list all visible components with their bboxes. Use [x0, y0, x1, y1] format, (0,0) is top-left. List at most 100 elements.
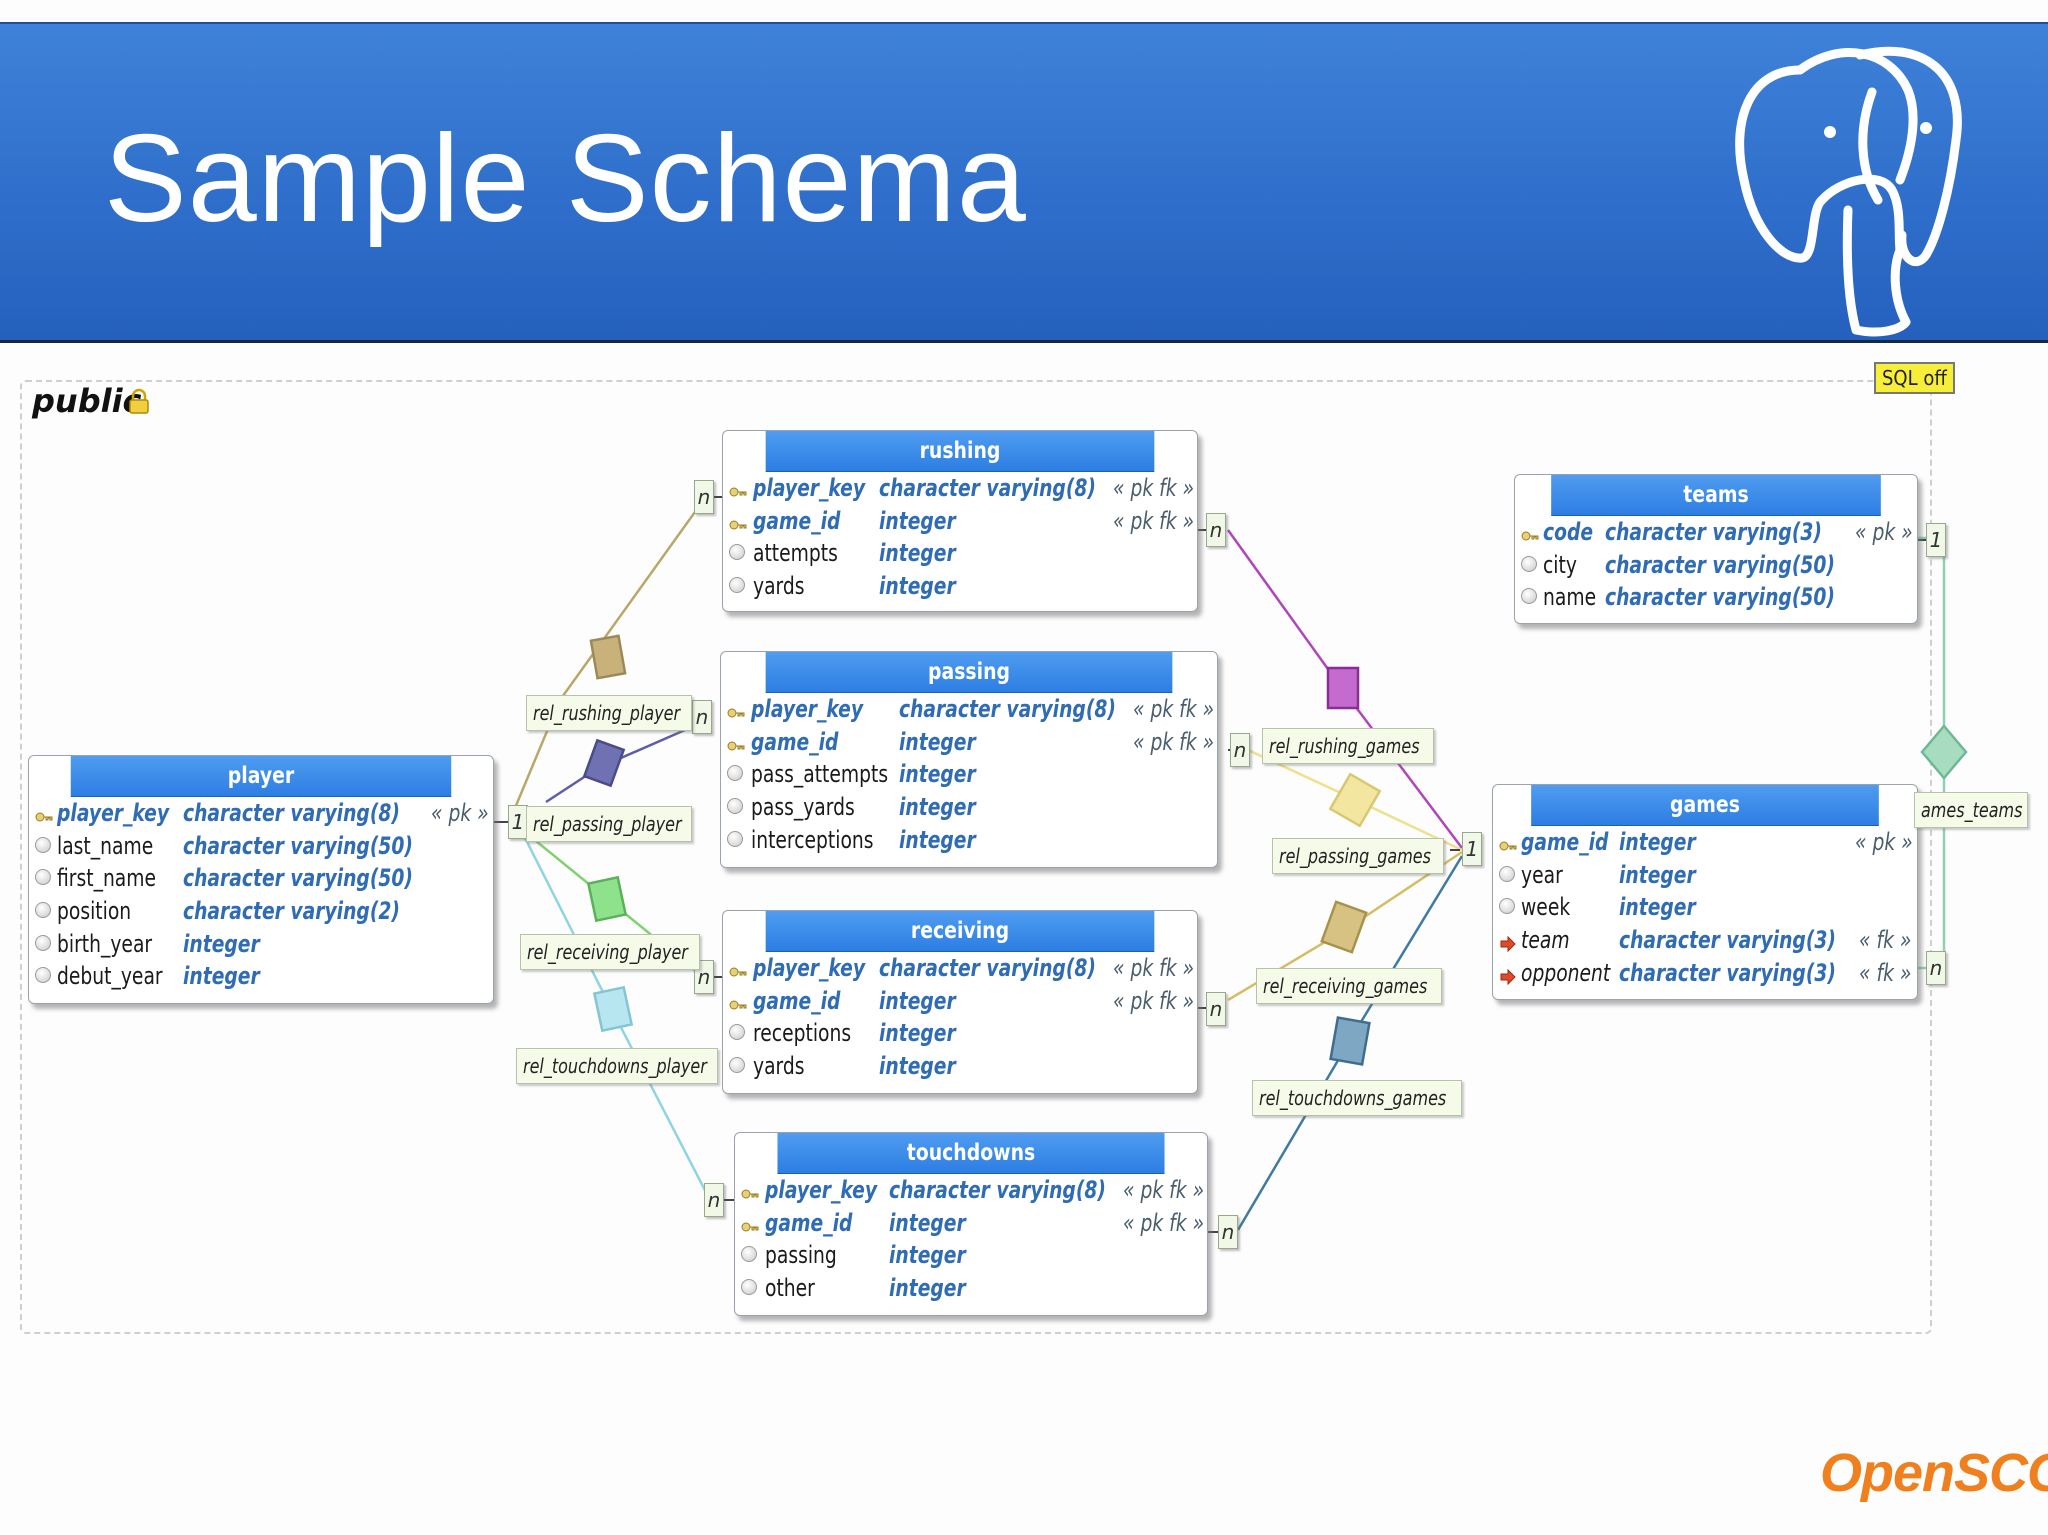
column-icon [729, 1024, 745, 1041]
column-name: receptions [753, 1019, 852, 1048]
table-teams[interactable]: teams code character varying(3) « pk » c… [1514, 474, 1918, 624]
column-row[interactable]: passing integer [735, 1239, 1207, 1272]
column-flags: « pk » [431, 799, 489, 827]
column-row[interactable]: game_id integer « pk fk » [723, 505, 1197, 538]
column-name: pass_attempts [751, 760, 889, 789]
column-row[interactable]: pass_attempts integer [721, 758, 1217, 791]
rel-label-receiving-player[interactable]: rel_receiving_player [520, 934, 700, 970]
cardinality-many: n [694, 480, 714, 514]
column-row[interactable]: player_key character varying(8) « pk fk … [723, 472, 1197, 505]
primary-key-icon [729, 512, 747, 530]
column-row[interactable]: pass_yards integer [721, 791, 1217, 824]
column-row[interactable]: opponent character varying(3) « fk » [1493, 957, 1917, 990]
column-type: integer [1619, 893, 1696, 922]
column-row[interactable]: interceptions integer [721, 824, 1217, 857]
primary-key-icon [1521, 523, 1539, 541]
column-row[interactable]: code character varying(3) « pk » [1515, 516, 1917, 549]
column-name: first_name [57, 864, 157, 893]
column-row[interactable]: other integer [735, 1272, 1207, 1305]
table-games[interactable]: games game_id integer « pk » year intege… [1492, 784, 1918, 1000]
sql-toggle-button[interactable]: SQL off [1874, 362, 1955, 394]
rel-label-games-teams[interactable]: ames_teams [1914, 792, 2028, 828]
column-row[interactable]: game_id integer « pk fk » [721, 726, 1217, 759]
column-flags: « pk fk » [1113, 506, 1195, 535]
rel-label-receiving-games[interactable]: rel_receiving_games [1256, 968, 1442, 1004]
column-type: character varying(3) [1619, 958, 1836, 987]
column-icon [741, 1246, 757, 1263]
column-flags: « pk fk » [1113, 986, 1195, 1015]
column-row[interactable]: city character varying(50) [1515, 549, 1917, 582]
rel-label-touchdowns-games[interactable]: rel_touchdowns_games [1252, 1080, 1462, 1116]
cardinality-many: n [1230, 733, 1250, 767]
table-title: passing [765, 652, 1173, 693]
column-row[interactable]: birth_year integer [29, 928, 493, 961]
rel-label-touchdowns-player[interactable]: rel_touchdowns_player [516, 1048, 718, 1084]
column-type: integer [1619, 828, 1696, 856]
table-receiving[interactable]: receiving player_key character varying(8… [722, 910, 1198, 1094]
column-icon [1521, 588, 1537, 605]
primary-key-icon [741, 1181, 759, 1199]
cardinality-one: 1 [1462, 832, 1482, 866]
column-row[interactable]: week integer [1493, 891, 1917, 924]
column-name: game_id [753, 986, 841, 1015]
column-type: character varying(8) [879, 954, 1096, 982]
rel-label-passing-games[interactable]: rel_passing_games [1272, 838, 1444, 874]
column-row[interactable]: game_id integer « pk » [1493, 826, 1917, 859]
cardinality-many: n [692, 700, 712, 734]
column-type: integer [899, 760, 976, 789]
primary-key-icon [741, 1214, 759, 1232]
column-row[interactable]: game_id integer « pk fk » [735, 1207, 1207, 1240]
column-icon [741, 1279, 757, 1296]
column-row[interactable]: first_name character varying(50) [29, 862, 493, 895]
column-flags: « fk » [1859, 958, 1912, 987]
table-rushing[interactable]: rushing player_key character varying(8) … [722, 430, 1198, 612]
table-title: player [70, 756, 452, 797]
primary-key-icon [727, 733, 745, 751]
primary-key-icon [729, 479, 747, 497]
table-touchdowns[interactable]: touchdowns player_key character varying(… [734, 1132, 1208, 1316]
column-type: integer [879, 1019, 956, 1048]
table-player[interactable]: player player_key character varying(8) «… [28, 755, 494, 1004]
column-row[interactable]: yards integer [723, 1050, 1197, 1083]
column-type: integer [183, 962, 260, 991]
column-row[interactable]: year integer [1493, 859, 1917, 892]
slide-header [0, 24, 2048, 343]
column-icon [727, 765, 743, 782]
rel-label-passing-player[interactable]: rel_passing_player [526, 806, 692, 842]
column-row[interactable]: team character varying(3) « fk » [1493, 924, 1917, 957]
column-name: opponent [1521, 958, 1611, 987]
column-row[interactable]: player_key character varying(8) « pk » [29, 797, 493, 830]
column-type: character varying(8) [183, 799, 400, 827]
primary-key-icon [1499, 833, 1517, 851]
column-type: character varying(50) [183, 831, 413, 860]
rel-passing-games-connector [1247, 748, 1463, 852]
column-name: player_key [753, 474, 866, 502]
column-name: player_key [57, 799, 170, 827]
column-row[interactable]: receptions integer [723, 1017, 1197, 1050]
column-icon [727, 830, 743, 847]
table-passing[interactable]: passing player_key character varying(8) … [720, 651, 1218, 868]
table-title: teams [1551, 475, 1881, 516]
column-type: integer [879, 986, 956, 1015]
rel-touchdowns-player-connector [518, 827, 712, 1201]
column-row[interactable]: last_name character varying(50) [29, 830, 493, 863]
rel-label-rushing-games[interactable]: rel_rushing_games [1262, 728, 1434, 764]
column-row[interactable]: player_key character varying(8) « pk fk … [723, 952, 1197, 985]
column-row[interactable]: yards integer [723, 570, 1197, 603]
rel-label-rushing-player[interactable]: rel_rushing_player [526, 695, 692, 731]
column-flags: « pk fk » [1133, 695, 1215, 723]
rel-rushing-games-connector [1226, 529, 1463, 849]
column-row[interactable]: player_key character varying(8) « pk fk … [735, 1174, 1207, 1207]
column-type: character varying(8) [889, 1176, 1106, 1204]
cardinality-one: 1 [508, 805, 528, 839]
column-row[interactable]: name character varying(50) [1515, 581, 1917, 614]
column-name: interceptions [751, 825, 874, 854]
column-row[interactable]: player_key character varying(8) « pk fk … [721, 693, 1217, 726]
column-row[interactable]: game_id integer « pk fk » [723, 985, 1197, 1018]
primary-key-icon [729, 959, 747, 977]
column-row[interactable]: attempts integer [723, 537, 1197, 570]
column-type: integer [899, 825, 976, 854]
column-type: character varying(50) [1605, 583, 1835, 612]
column-row[interactable]: position character varying(2) [29, 895, 493, 928]
column-row[interactable]: debut_year integer [29, 960, 493, 993]
